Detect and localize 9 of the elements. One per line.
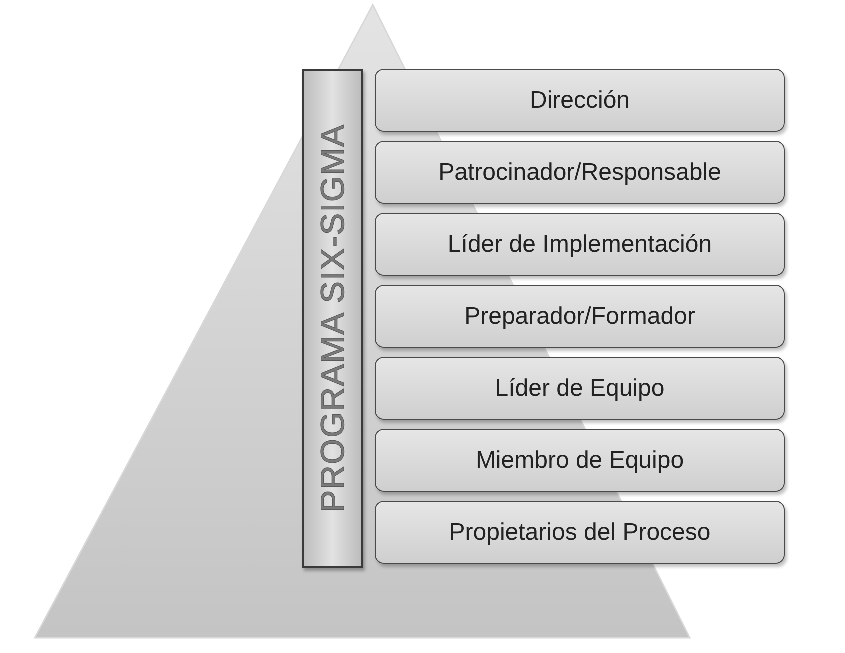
role-box: Preparador/Formador [375, 285, 785, 348]
role-box: Dirección [375, 69, 785, 132]
role-box: Líder de Equipo [375, 357, 785, 420]
role-box: Propietarios del Proceso [375, 501, 785, 564]
role-box: Patrocinador/Responsable [375, 141, 785, 204]
role-box: Líder de Implementación [375, 213, 785, 276]
role-box: Miembro de Equipo [375, 429, 785, 492]
title-bar [302, 69, 363, 568]
vertical-title: PROGRAMA SIX-SIGMA [314, 124, 352, 513]
